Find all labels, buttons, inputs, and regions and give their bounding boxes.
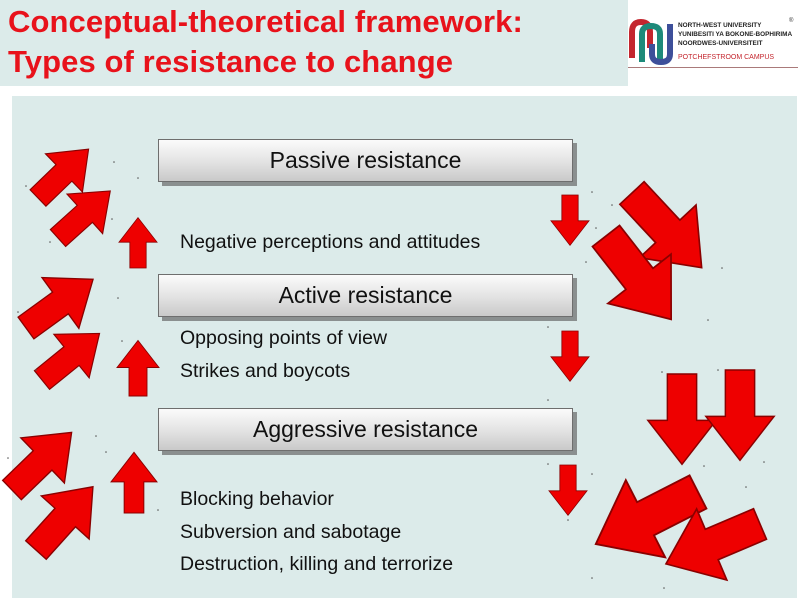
stage-item: Blocking behavior [180,488,334,510]
down-arrow-icon [705,369,775,462]
stage-item: Opposing points of view [180,327,388,349]
center-down-arrows [548,194,590,516]
down-arrow-icon [647,373,717,466]
logo-registered-mark: ® [789,18,794,24]
slide-title-line-1: Conceptual-theoretical framework: [8,4,523,39]
stage-item: Strikes and boycots [180,360,351,382]
up-arrow-icon [116,340,160,397]
logo-campus: POTCHEFSTROOM CAMPUS [678,54,775,61]
slide-title-line-2: Types of resistance to change [8,44,454,79]
stage-box-aggressive: Aggressive resistance [158,408,573,451]
university-emblem-icon [629,18,673,66]
title-bar: Conceptual-theoretical framework: Types … [0,0,628,86]
stage-item: Subversion and sabotage [180,521,402,543]
stage-box-active: Active resistance [158,274,573,317]
left-arrow-column [0,129,160,573]
logo-text-line-1: NORTH-WEST UNIVERSITY [678,22,762,29]
stage-item: Negative perceptions and attitudes [180,231,481,253]
down-arrow-icon [548,464,588,516]
logo-text-line-2: YUNIBESITI YA BOKONE-BOPHIRIMA [678,31,793,38]
university-logo: NORTH-WEST UNIVERSITY YUNIBESITI YA BOKO… [628,12,798,82]
logo-divider [628,67,798,68]
stage-box-passive: Passive resistance [158,139,573,182]
up-arrow-icon [110,451,158,514]
up-arrow-icon [118,217,158,269]
logo-text-line-3: NOORDWES-UNIVERSITEIT [678,40,763,47]
down-arrow-icon [550,194,590,246]
right-arrow-column [573,165,776,600]
stage-item: Destruction, killing and terrorize [180,553,454,575]
down-arrow-icon [550,330,590,382]
